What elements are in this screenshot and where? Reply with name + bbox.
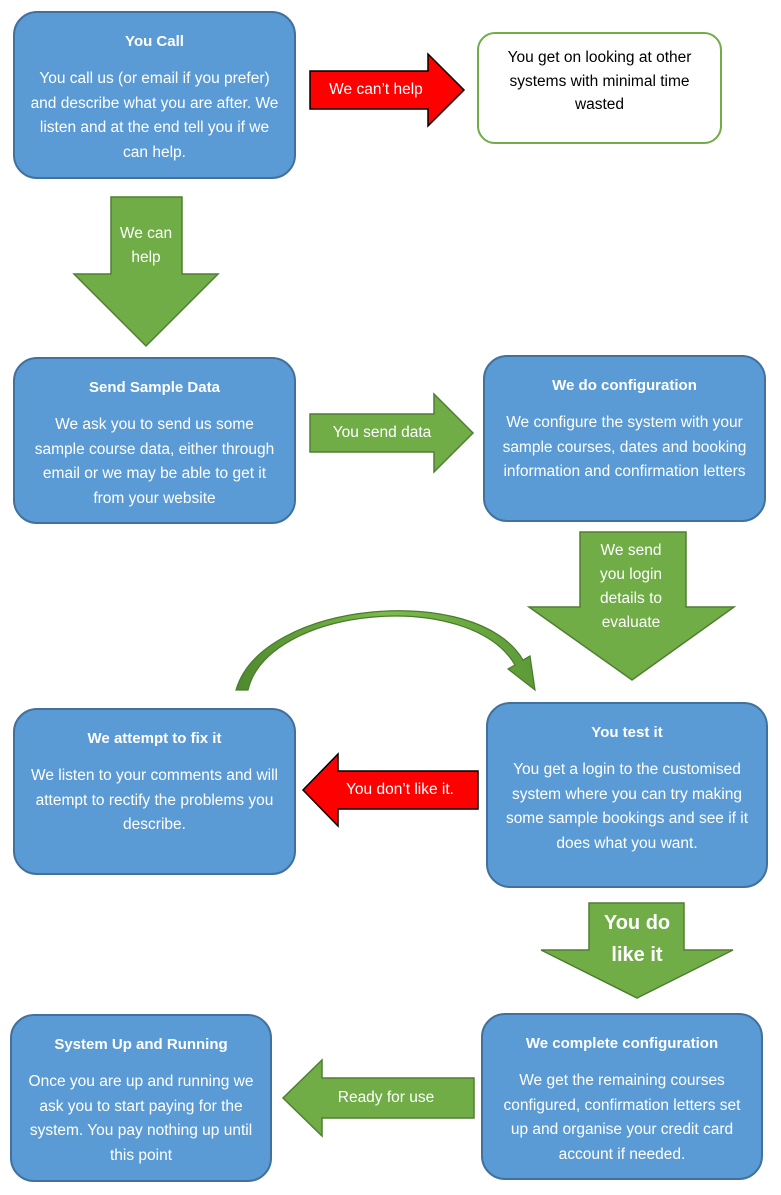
- step-configuration: We do configuration We configure the sys…: [483, 355, 766, 522]
- outcome-no-help: You get on looking at other systems with…: [477, 32, 722, 144]
- green-arrow-can-help: [72, 196, 220, 348]
- step-body: Once you are up and running we ask you t…: [28, 1073, 254, 1164]
- green-arrow-send-data: [309, 392, 475, 474]
- do-like-label: You do like it: [603, 912, 671, 966]
- dont-like-label: You don’t like it.: [345, 781, 454, 798]
- step-test-it: You test it You get a login to the custo…: [486, 702, 768, 888]
- green-arrow-ready: [281, 1058, 475, 1138]
- step-title: We do configuration: [552, 377, 697, 394]
- can-help-label: We can help: [119, 225, 173, 266]
- step-title: System Up and Running: [54, 1036, 228, 1053]
- outcome-text: You get on looking at other systems with…: [507, 49, 692, 113]
- ready-label: Ready for use: [337, 1089, 435, 1106]
- step-body: You call us (or email if you prefer) and…: [30, 70, 279, 161]
- step-body: We listen to your comments and will atte…: [31, 767, 278, 833]
- step-you-call: You Call You call us (or email if you pr…: [13, 11, 296, 179]
- step-body: We configure the system with your sample…: [502, 414, 747, 480]
- green-arrow-do-like: [540, 902, 734, 999]
- step-title: You Call: [125, 33, 184, 50]
- cant-help-label: We can’t help: [329, 81, 423, 98]
- red-arrow-cant-help: [309, 52, 466, 128]
- step-title: We attempt to fix it: [87, 730, 222, 747]
- step-fix-it: We attempt to fix it We listen to your c…: [13, 708, 296, 875]
- send-data-label: You send data: [332, 424, 432, 441]
- red-arrow-dont-like: [301, 752, 479, 828]
- send-login-label: We send you login details to evaluate: [599, 542, 663, 631]
- step-title: We complete configuration: [525, 1035, 719, 1052]
- green-arrow-send-login: [526, 531, 737, 681]
- step-body: We ask you to send us some sample course…: [34, 416, 275, 507]
- step-send-sample-data: Send Sample Data We ask you to send us s…: [13, 357, 296, 524]
- step-title: You test it: [591, 724, 663, 741]
- step-body: You get a login to the customised system…: [505, 761, 749, 852]
- step-up-and-running: System Up and Running Once you are up an…: [10, 1014, 272, 1182]
- step-title: Send Sample Data: [89, 379, 220, 396]
- curved-arrow-retry: [235, 610, 536, 692]
- step-complete-configuration: We complete configuration We get the rem…: [481, 1013, 763, 1180]
- step-body: We get the remaining courses configured,…: [503, 1072, 741, 1163]
